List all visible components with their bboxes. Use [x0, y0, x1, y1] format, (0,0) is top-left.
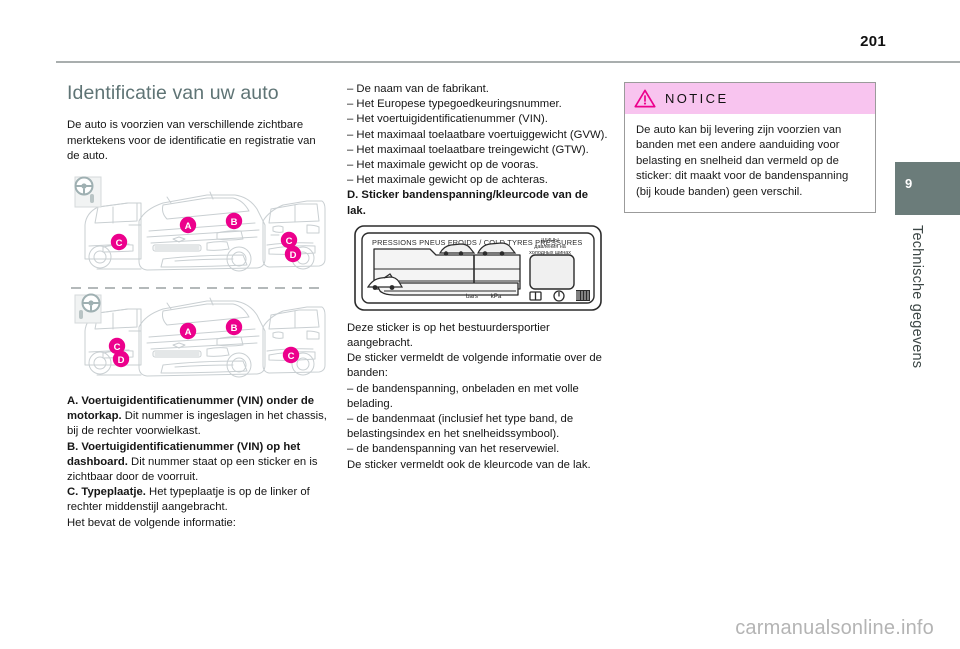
steering-wheel-icon	[74, 176, 102, 208]
item-c-text: Het typeplaatje is op de linker of recht…	[67, 486, 310, 529]
marker-C-left: C	[108, 337, 126, 355]
plate-contents-list: – De naam van de fabrikant. – Het Europe…	[347, 82, 609, 188]
marker-C-left: C	[110, 233, 128, 251]
left-column: Identificatie van uw auto De auto is voo…	[67, 82, 329, 531]
tyre-pressure-label: PRESSIONS PNEUS FROIDS / COLD TYRES PRES…	[347, 225, 609, 311]
label-title-ru-2: давления на	[534, 244, 565, 250]
vehicle-identification-diagram-rhd: A B C D C	[71, 287, 326, 378]
item-b: B. Voertuigidentificatienummer (VIN) op …	[67, 440, 329, 486]
marker-A: A	[179, 322, 197, 340]
right-column: NOTICE De auto kan bij levering zijn voo…	[624, 82, 876, 214]
item-a-heading: A. Voertuigidentificatienummer (VIN) ond…	[67, 395, 315, 423]
marker-A: A	[179, 216, 197, 234]
car-pictogram-loaded	[366, 272, 404, 290]
site-watermark: carmanualsonline.info	[735, 617, 934, 639]
label-title-ru-3: холодных шинах	[529, 250, 571, 256]
svg-text:C: C	[288, 351, 295, 362]
warning-triangle-icon	[634, 89, 656, 108]
notice-body: De auto kan bij levering zijn voorzien v…	[636, 124, 849, 198]
svg-text:A: A	[185, 327, 192, 338]
list-item: – Het voertuigidentificatienummer (VIN).	[347, 113, 548, 126]
svg-text:D: D	[290, 250, 297, 261]
marker-D: D	[284, 245, 302, 263]
notice-title: NOTICE	[665, 91, 729, 106]
svg-text:B: B	[231, 323, 238, 334]
list-item: – Het Europese typegoedkeuringsnummer.	[347, 98, 562, 111]
chapter-number: 9	[905, 176, 913, 191]
list-item: – Het maximaal toelaatbare treingewicht …	[347, 143, 589, 156]
svg-text:A: A	[185, 221, 192, 232]
car-pictogram-front	[438, 243, 476, 256]
power-icon	[553, 290, 565, 302]
page-title: Identificatie van uw auto	[67, 82, 279, 104]
svg-text:C: C	[286, 236, 293, 247]
label-title-fr-en: PRESSIONS PNEUS FROIDS / COLD TYRES PRES…	[372, 238, 583, 247]
intro-paragraph: De auto is voorzien van verschillende zi…	[67, 119, 316, 162]
marker-B: B	[225, 212, 243, 230]
notice-header: NOTICE	[625, 83, 875, 114]
item-d-heading: D. Sticker bandenspanning/kleurcode van …	[347, 189, 589, 217]
vehicle-identification-diagram-lhd: A B C C D	[74, 176, 326, 272]
chapter-tab[interactable]: 9	[895, 162, 960, 215]
list-item: – Het maximaal toelaatbare voertuiggewic…	[347, 128, 608, 141]
unit-kpa: kPa	[491, 293, 502, 300]
steering-wheel-icon	[74, 293, 102, 324]
list-item: – De naam van de fabrikant.	[347, 83, 489, 95]
sticker-description: Deze sticker is op het bestuurdersportie…	[347, 321, 602, 471]
list-item: – Het maximale gewicht op de achteras.	[347, 174, 548, 187]
item-b-text: Dit nummer staat op een sticker en is zi…	[67, 455, 318, 484]
marker-C-right: C	[280, 231, 298, 249]
marker-B: B	[225, 318, 243, 336]
svg-text:C: C	[114, 342, 121, 353]
notice-box: NOTICE De auto kan bij levering zijn voo…	[624, 82, 876, 214]
svg-text:D: D	[118, 355, 125, 366]
item-a: A. Voertuigidentificatienummer (VIN) ond…	[67, 394, 329, 440]
barcode-icon	[576, 289, 590, 301]
marker-D-left: D	[112, 350, 130, 368]
list-item: – Het maximale gewicht op de vooras.	[347, 159, 539, 172]
item-d: D. Sticker bandenspanning/kleurcode van …	[347, 188, 609, 218]
svg-text:B: B	[231, 217, 238, 228]
label-title-ru-1: ШИНЫ	[541, 238, 559, 244]
middle-column: – De naam van de fabrikant. – Het Europe…	[347, 82, 609, 473]
marker-C-right: C	[282, 346, 300, 364]
chapter-label: Technische gegevens	[909, 225, 925, 369]
booklet-icon	[529, 291, 542, 301]
unit-bars: bars	[466, 293, 478, 300]
car-pictogram-rear	[477, 242, 517, 256]
item-c: C. Typeplaatje. Het typeplaatje is op de…	[67, 485, 329, 531]
item-b-heading: B. Voertuigidentificatienummer (VIN) op …	[67, 440, 301, 468]
item-a-text: Dit nummer is ingeslagen in het chassis,…	[67, 410, 327, 438]
svg-text:C: C	[116, 238, 123, 249]
page-number: 201	[860, 33, 886, 50]
item-c-heading: C. Typeplaatje.	[67, 486, 146, 499]
header-rule	[56, 61, 960, 63]
